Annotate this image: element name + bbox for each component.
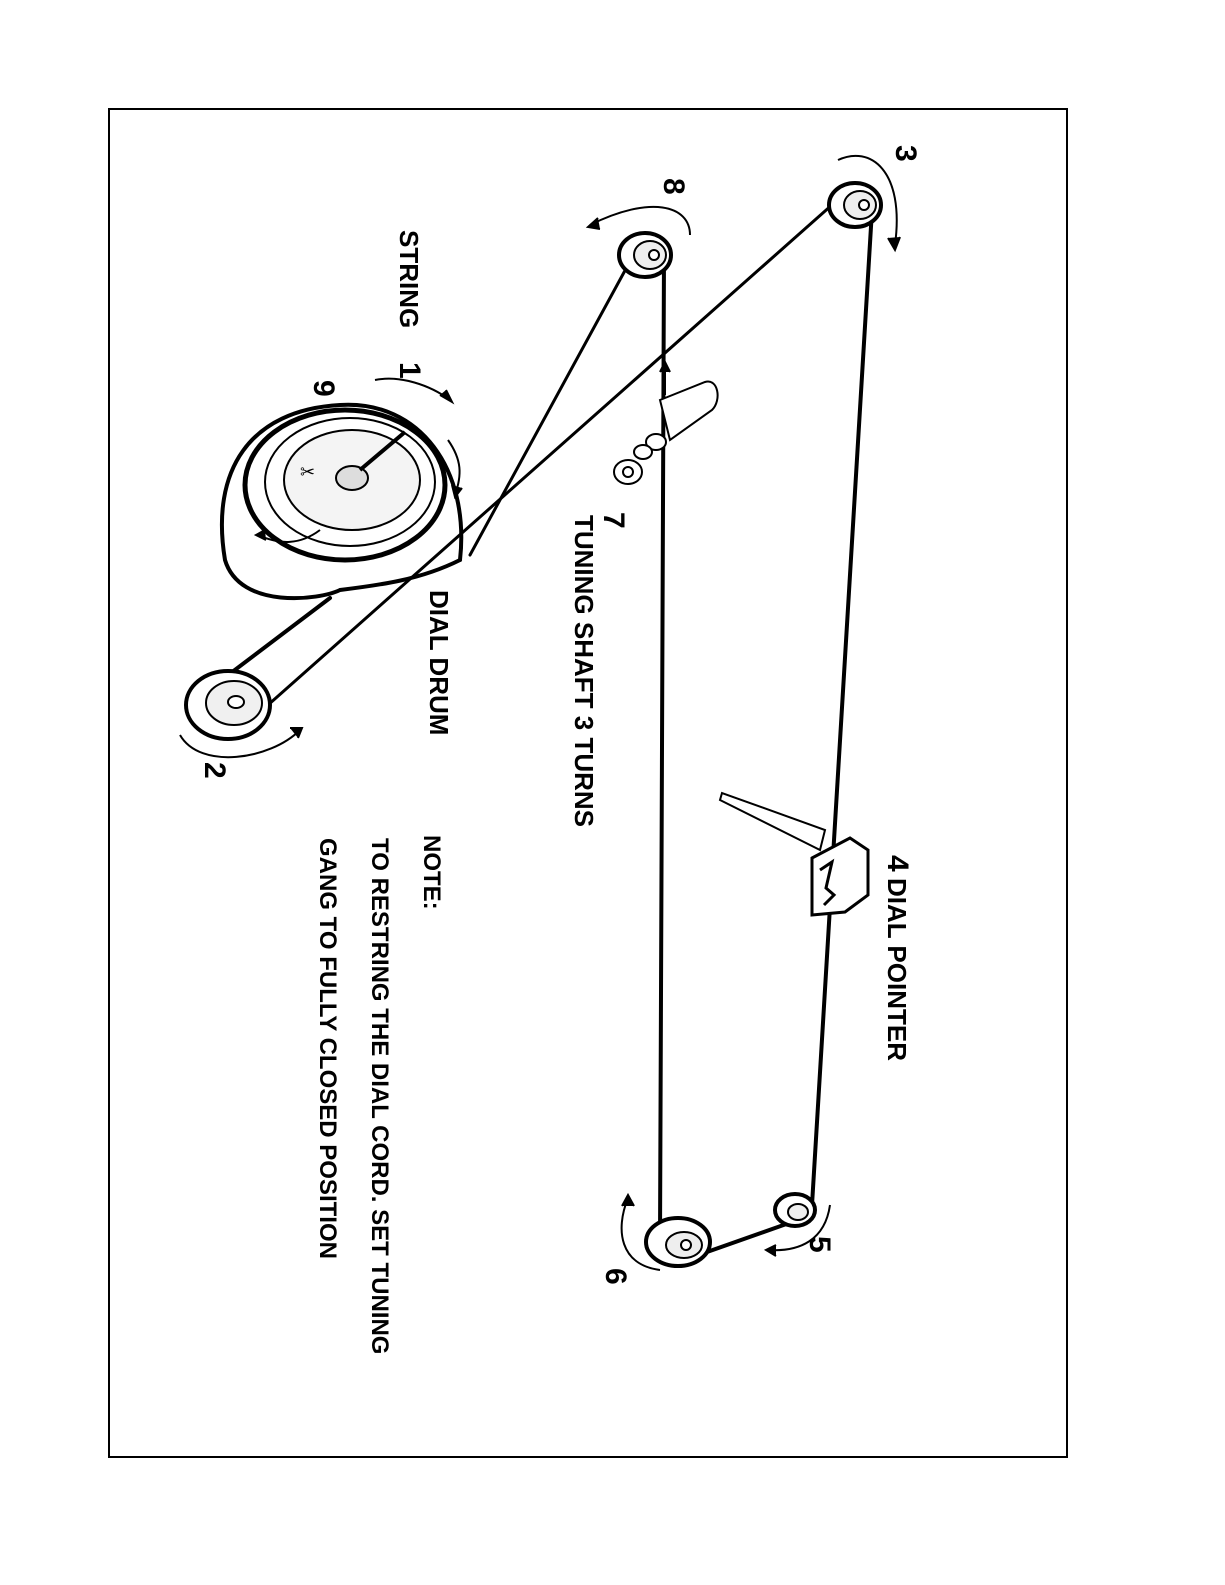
label-string: STRING — [394, 230, 424, 328]
step-number-8: 8 — [657, 178, 690, 195]
dial-drum: ✂ — [245, 410, 445, 560]
step-number-3: 3 — [889, 145, 922, 162]
step-number-2: 2 — [198, 762, 231, 779]
pulley-5 — [775, 1194, 815, 1226]
dial-pointer — [720, 793, 868, 915]
step-number-5: 5 — [803, 1236, 836, 1253]
step-number-9: 9 — [307, 380, 340, 397]
label-dial-drum: DIAL DRUM — [424, 590, 454, 735]
note-line-1: TO RESTRING THE DIAL CORD. SET TUNING — [366, 838, 393, 1354]
label-dial-pointer: DIAL POINTER — [882, 878, 912, 1061]
step-number-4: 4 — [881, 855, 914, 872]
label-tuning-shaft: TUNING SHAFT 3 TURNS — [569, 515, 599, 827]
pulley-8 — [619, 233, 671, 277]
dial-cord — [215, 196, 872, 1258]
pulley-6 — [646, 1218, 710, 1266]
note-heading: NOTE: — [418, 835, 445, 910]
svg-text:✂: ✂ — [300, 462, 315, 482]
direction-arrows — [180, 156, 900, 1270]
pulley-2 — [186, 671, 270, 739]
step-number-1: 1 — [393, 362, 426, 379]
pulley-3 — [829, 183, 881, 227]
step-number-6: 6 — [599, 1268, 632, 1285]
note-line-2: GANG TO FULLY CLOSED POSITION — [314, 838, 341, 1259]
step-number-7: 7 — [597, 512, 630, 529]
tuning-shaft — [614, 382, 718, 484]
